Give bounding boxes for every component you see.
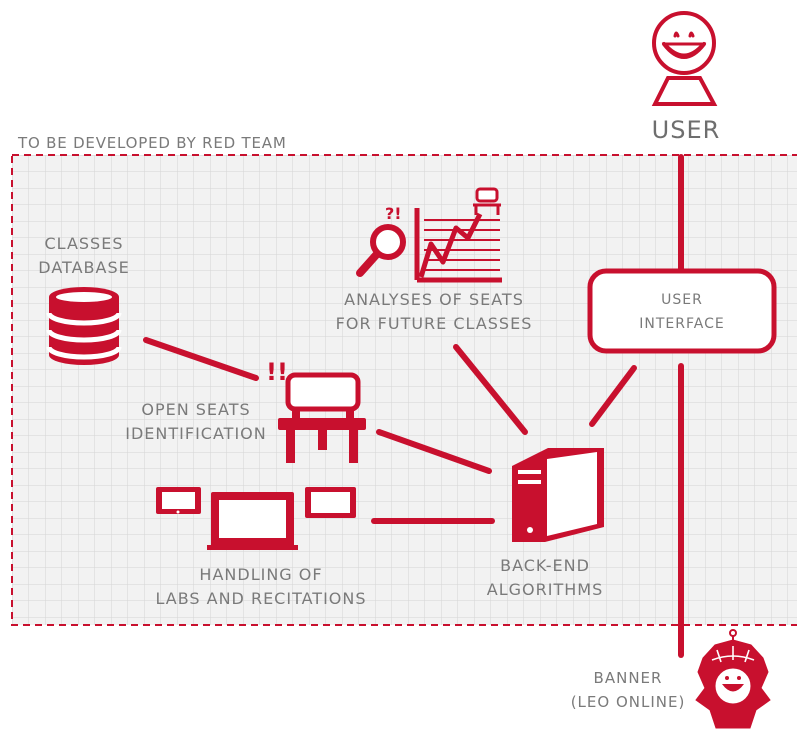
chart-icon	[414, 187, 502, 283]
connector-ui-backend	[589, 365, 637, 427]
exclaim-badge: !!	[266, 358, 288, 386]
backend-line2: ALGORITHMS	[486, 580, 604, 599]
banner-label: BANNER (LEO ONLINE)	[562, 666, 694, 714]
leo-mascot-icon	[695, 629, 771, 729]
ui-label-line2: INTERFACE	[639, 316, 724, 332]
devices-icon	[156, 487, 356, 550]
analyses-line2: FOR FUTURE CLASSES	[335, 314, 533, 333]
mini-chair-icon	[473, 187, 501, 215]
labs-line1: HANDLING OF	[199, 565, 323, 584]
region-title: TO BE DEVELOPED BY RED TEAM	[16, 134, 289, 152]
chair-icon	[278, 372, 366, 463]
analyses-label: ANALYSES OF SEATS FOR FUTURE CLASSES	[308, 288, 560, 336]
team-region	[11, 154, 797, 626]
connector-seats-backend	[376, 429, 492, 474]
open-seats-line2: IDENTIFICATION	[125, 424, 267, 443]
user-interface-box: USER INTERFACE	[587, 268, 777, 354]
question-exclaim-badge: ?!	[385, 204, 402, 223]
user-label: USER	[651, 116, 721, 144]
classes-database-label: CLASSES DATABASE	[10, 232, 158, 280]
monitor-icon	[207, 492, 298, 550]
connector-analyses-backend	[453, 344, 528, 435]
connector-db-seats	[143, 337, 259, 381]
database-icon	[46, 287, 122, 365]
open-seats-line1: OPEN SEATS	[141, 400, 251, 419]
backend-label: BACK-END ALGORITHMS	[464, 554, 626, 602]
banner-line1: BANNER	[593, 669, 663, 687]
ui-label-line1: USER	[661, 292, 703, 308]
magnifier-icon	[356, 224, 406, 277]
classes-database-line1: CLASSES	[44, 234, 124, 253]
analyses-line1: ANALYSES OF SEATS	[344, 290, 524, 309]
server-icon	[512, 448, 604, 542]
tablet-icon	[156, 487, 201, 514]
banner-line2: (LEO ONLINE)	[570, 693, 686, 711]
laptop-icon	[305, 487, 356, 518]
user-icon	[651, 11, 718, 106]
classes-database-line2: DATABASE	[38, 258, 130, 277]
open-seats-label: OPEN SEATS IDENTIFICATION	[114, 398, 278, 446]
backend-line1: BACK-END	[500, 556, 590, 575]
labs-label: HANDLING OF LABS AND RECITATIONS	[130, 563, 392, 611]
labs-line2: LABS AND RECITATIONS	[155, 589, 367, 608]
